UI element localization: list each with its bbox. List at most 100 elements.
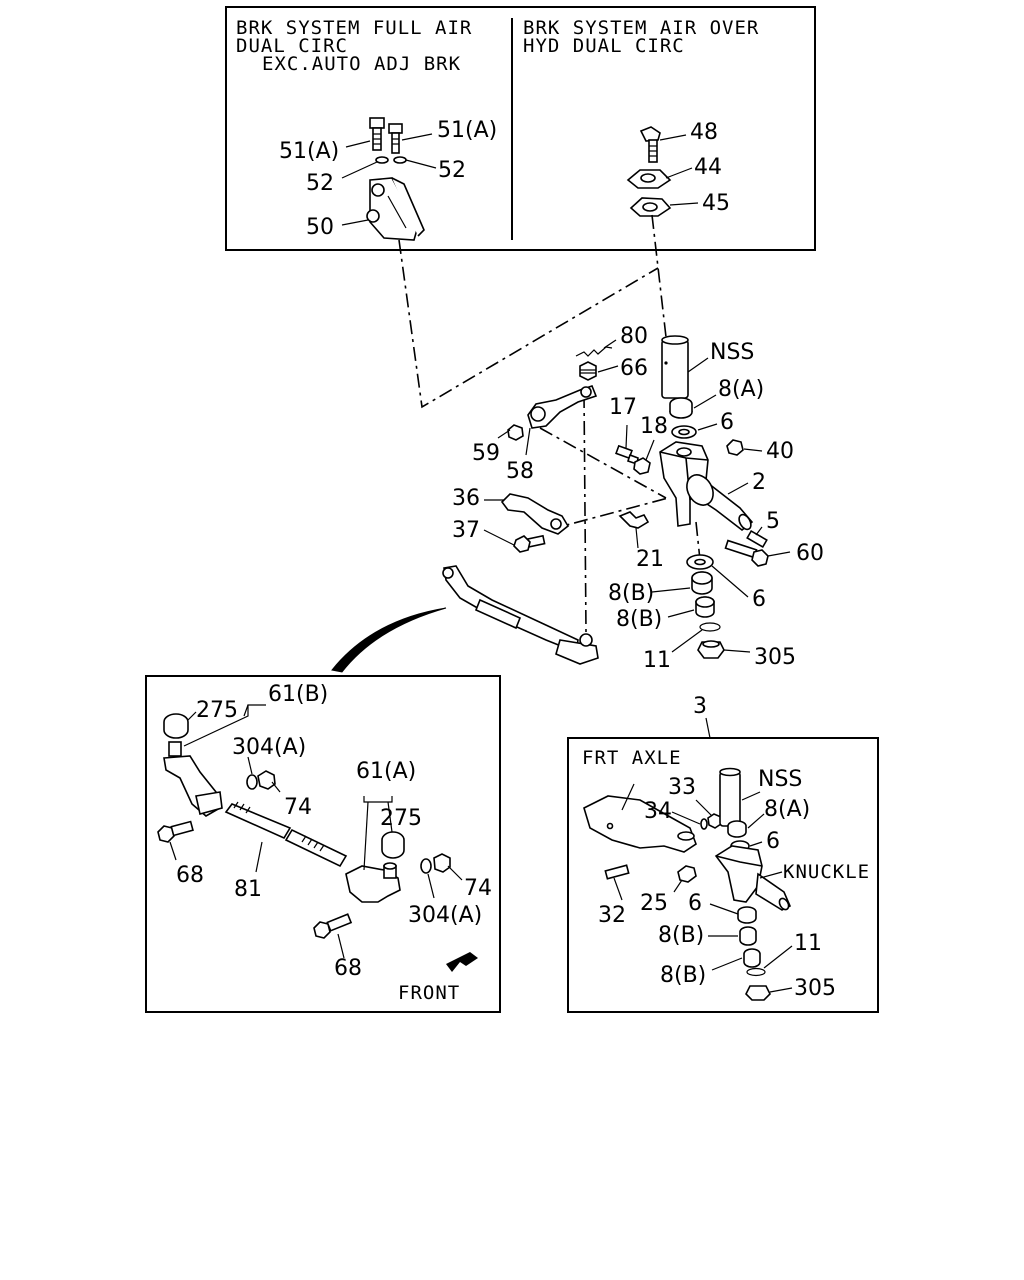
label-61a: 61(A) bbox=[356, 759, 416, 784]
bracket-50 bbox=[366, 177, 425, 241]
inset-leaders bbox=[341, 133, 699, 226]
tie-rod-end-61b bbox=[163, 741, 223, 817]
bolt-48 bbox=[639, 126, 661, 163]
grease-fitting-21 bbox=[618, 511, 650, 529]
label-8a-main: 8(A) bbox=[718, 377, 764, 402]
bushing-8b-lower bbox=[695, 596, 715, 618]
label-275-right: 275 bbox=[380, 806, 422, 831]
label-60: 60 bbox=[796, 541, 824, 566]
air-over-hyd-line2: HYD DUAL CIRC bbox=[523, 35, 685, 57]
label-275-left: 275 bbox=[196, 698, 238, 723]
snap-ring-11 bbox=[699, 622, 721, 632]
label-6-lower: 6 bbox=[752, 587, 766, 612]
bushing-8b-axle-upper bbox=[739, 926, 757, 946]
bolt-60 bbox=[724, 539, 769, 567]
arm-58 bbox=[527, 385, 598, 429]
label-36: 36 bbox=[452, 486, 480, 511]
bushing-8b-upper bbox=[691, 571, 713, 595]
tie-rod-leaders bbox=[169, 704, 463, 959]
frt-axle-frame bbox=[567, 737, 879, 1013]
label-6-upper: 6 bbox=[720, 410, 734, 435]
washer-52-right bbox=[393, 156, 407, 164]
label-51a-right: 51(A) bbox=[437, 118, 497, 143]
main-assembly bbox=[442, 335, 769, 665]
label-74-right: 74 bbox=[464, 876, 492, 901]
label-80: 80 bbox=[620, 324, 648, 349]
label-50: 50 bbox=[306, 215, 334, 240]
label-34: 34 bbox=[644, 799, 672, 824]
label-18: 18 bbox=[640, 414, 668, 439]
nut-74-right bbox=[433, 853, 451, 873]
tie-rod-inset: FRONT bbox=[145, 675, 501, 1013]
full-air-line2: DUAL CIRC bbox=[236, 35, 348, 57]
label-6-axle-1: 6 bbox=[766, 829, 780, 854]
bolt-68-right bbox=[313, 913, 353, 939]
detail-swoosh bbox=[331, 607, 447, 673]
bolt-51a-right bbox=[388, 123, 403, 154]
snap-ring-11-axle bbox=[746, 967, 766, 977]
washer-304a-left bbox=[246, 774, 258, 790]
label-81: 81 bbox=[234, 877, 262, 902]
part-labels: 51(A) 51(A) 52 52 50 48 44 45 80 66 NSS … bbox=[176, 118, 836, 1001]
cap-25 bbox=[677, 865, 697, 883]
brake-system-inset: BRK SYSTEM FULL AIR DUAL CIRC EXC.AUTO A… bbox=[225, 6, 816, 251]
label-33: 33 bbox=[668, 775, 696, 800]
label-74-left: 74 bbox=[284, 795, 312, 820]
pin-5 bbox=[746, 529, 768, 549]
bolt-51a-left bbox=[369, 117, 385, 151]
gasket-45 bbox=[629, 197, 672, 217]
label-52-right: 52 bbox=[438, 158, 466, 183]
bushing-8b-axle-lower bbox=[743, 948, 761, 968]
wire-80 bbox=[575, 346, 613, 357]
label-8b-main-1: 8(B) bbox=[608, 581, 654, 606]
tie-rod-end-61a bbox=[345, 862, 401, 903]
axle-leaders bbox=[613, 783, 793, 993]
label-11-main: 11 bbox=[643, 648, 671, 673]
label-21: 21 bbox=[636, 547, 664, 572]
king-pin-nss-axle bbox=[719, 767, 741, 827]
leader-3 bbox=[705, 717, 711, 739]
label-304a-left: 304(A) bbox=[232, 735, 306, 760]
nut-40 bbox=[726, 439, 744, 456]
tube-81 bbox=[224, 801, 348, 868]
label-59: 59 bbox=[472, 441, 500, 466]
front-arrow-icon bbox=[446, 952, 478, 972]
full-air-line3: EXC.AUTO ADJ BRK bbox=[262, 53, 461, 75]
label-nss-main: NSS bbox=[710, 340, 754, 365]
cap-305 bbox=[697, 640, 725, 659]
washer-6-axle-lower bbox=[737, 906, 757, 924]
label-8b-axle-2: 8(B) bbox=[660, 963, 706, 988]
label-11-axle: 11 bbox=[794, 931, 822, 956]
label-8a-axle: 8(A) bbox=[764, 797, 810, 822]
label-45: 45 bbox=[702, 191, 730, 216]
label-8b-axle-1: 8(B) bbox=[658, 923, 704, 948]
front-label: FRONT bbox=[398, 982, 460, 1004]
label-32: 32 bbox=[598, 903, 626, 928]
label-48: 48 bbox=[690, 120, 718, 145]
label-52-left: 52 bbox=[306, 171, 334, 196]
arm-36 bbox=[500, 493, 570, 535]
washer-304a-right bbox=[420, 858, 432, 874]
air-over-hyd-line1: BRK SYSTEM AIR OVER bbox=[523, 17, 759, 39]
washer-52-left bbox=[375, 156, 389, 164]
cap-305-axle bbox=[745, 985, 771, 1001]
label-5: 5 bbox=[766, 509, 780, 534]
full-air-line1: BRK SYSTEM FULL AIR bbox=[236, 17, 472, 39]
knuckle bbox=[714, 845, 792, 911]
tie-rod-assembly bbox=[442, 565, 599, 665]
label-51a-left: 51(A) bbox=[279, 139, 339, 164]
label-3: 3 bbox=[693, 694, 707, 719]
inset-frame bbox=[225, 6, 816, 251]
nut-66 bbox=[579, 361, 597, 381]
label-66: 66 bbox=[620, 356, 648, 381]
bolt-68-left bbox=[157, 820, 194, 843]
washer-6-lower-hole bbox=[694, 558, 706, 566]
pin-32 bbox=[604, 864, 630, 880]
label-304a-right: 304(A) bbox=[408, 903, 482, 928]
washer-34 bbox=[700, 818, 708, 830]
label-17: 17 bbox=[609, 395, 637, 420]
nut-59 bbox=[507, 424, 524, 441]
main-leaders bbox=[483, 339, 791, 653]
washer-6-upper-hole bbox=[678, 428, 690, 436]
